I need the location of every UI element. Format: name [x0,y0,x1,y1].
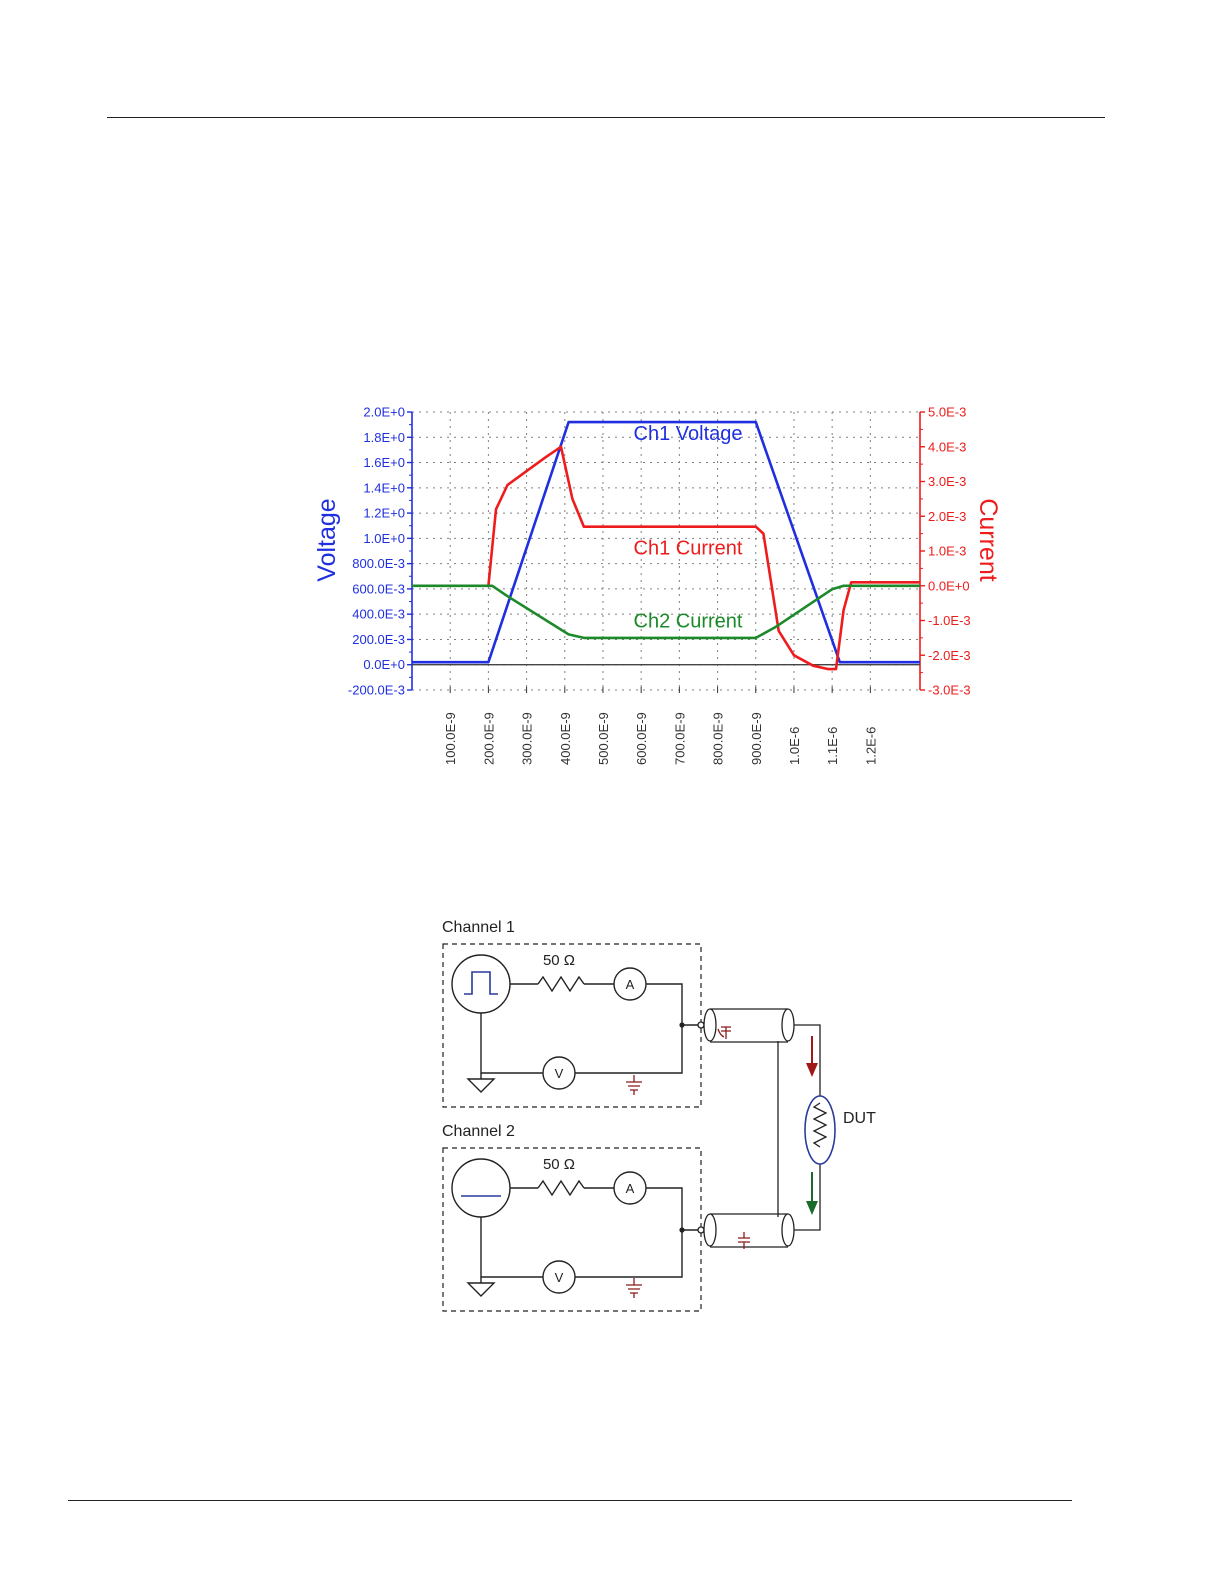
x-tick-label: 1.0E-6 [787,727,802,765]
right-tick-label: 5.0E-3 [928,405,966,420]
channel1-circuit [451,954,705,1093]
x-tick-label: 300.0E-9 [520,712,535,765]
channel2-label: Channel 2 [442,1123,515,1140]
voltmeter1-symbol: V [555,1066,564,1081]
footer-rule [68,1500,1072,1501]
chassis-ground2-icon [626,1278,642,1298]
chassis-ground1-icon [626,1075,642,1095]
node1-dot [679,1022,685,1028]
left-tick-label: 0.0E+0 [363,657,405,672]
voltmeter2-symbol: V [555,1270,564,1285]
right-axis-title: Current [974,498,1002,581]
right-tick-label: -1.0E-3 [928,613,971,628]
resistor1-label: 50 Ω [543,952,575,969]
series-label: Ch1 Voltage [634,423,743,445]
left-tick-label: 800.0E-3 [352,556,405,571]
left-tick-label: 2.0E+0 [363,405,405,420]
voltage-current-chart: 2.0E+0 1.8E+0 1.6E+0 1.4E+0 1.2E+0 1.0E+0 800.… [313,405,1002,766]
right-tick-label: -2.0E-3 [928,648,971,663]
left-tick-label: -200.0E-3 [348,683,405,698]
current-arrow-down-red [806,1036,818,1077]
dut-outline [804,1095,836,1165]
right-tick-label: 0.0E+0 [928,578,970,593]
resistor2-label: 50 Ω [543,1156,575,1173]
chart-grid [412,411,920,691]
channel1-label: Channel 1 [442,919,515,936]
ammeter2-symbol: A [626,1181,635,1196]
series-line-1 [487,445,920,671]
x-tick-label: 1.2E-6 [863,727,878,765]
left-tick-label: 200.0E-3 [352,632,405,647]
channel2-circuit [451,1158,705,1297]
right-tick-label: -3.0E-3 [928,683,971,698]
left-tick-label: 600.0E-3 [352,581,405,596]
left-tick-label: 400.0E-3 [352,607,405,622]
dut-label: DUT [843,1110,876,1127]
channel1-box [442,943,702,1108]
left-tick-label: 1.8E+0 [363,430,405,445]
pulse-waveform-icon [464,971,498,995]
x-tick-label: 600.0E-9 [634,712,649,765]
right-tick-label: 3.0E-3 [928,474,966,489]
right-tick-label: 4.0E-3 [928,439,966,454]
chart-axes: 2.0E+0 1.8E+0 1.6E+0 1.4E+0 1.2E+0 1.0E+0 800.… [348,405,971,766]
left-tick-label: 1.0E+0 [363,531,405,546]
left-tick-label: 1.2E+0 [363,506,405,521]
series-line-0 [412,420,920,664]
dut-resistor-icon [812,1102,828,1148]
test-circuit-diagram: Channel 1 Channel 2 50 Ω A V 50 Ω [442,919,876,1312]
channel2-box [442,1147,702,1312]
current-arrow-down-green [806,1172,818,1215]
x-tick-label: 200.0E-9 [481,712,496,765]
header-rule [107,117,1105,118]
right-tick-label: 1.0E-3 [928,544,966,559]
x-tick-label: 500.0E-9 [596,712,611,765]
node2-dot [679,1227,685,1233]
left-axis-title: Voltage [313,498,341,581]
x-tick-label: 700.0E-9 [672,712,687,765]
x-tick-label: 900.0E-9 [749,712,764,765]
coax-cable1 [697,1008,821,1217]
right-tick-label: 2.0E-3 [928,509,966,524]
series-line-2 [412,584,920,640]
series-label: Ch2 Current [634,610,743,632]
x-tick-label: 1.1E-6 [825,727,840,765]
series-label: Ch1 Current [634,537,743,559]
left-tick-label: 1.4E+0 [363,480,405,495]
left-tick-label: 1.6E+0 [363,455,405,470]
capacitance-icon-2 [738,1232,750,1249]
coax-cable2 [697,1163,821,1248]
x-tick-label: 800.0E-9 [711,712,726,765]
capacitance-icon-1 [717,1026,731,1039]
x-tick-label: 100.0E-9 [443,712,458,765]
x-tick-label: 400.0E-9 [558,712,573,765]
ammeter1-symbol: A [626,977,635,992]
chart-series-lines [412,420,920,671]
